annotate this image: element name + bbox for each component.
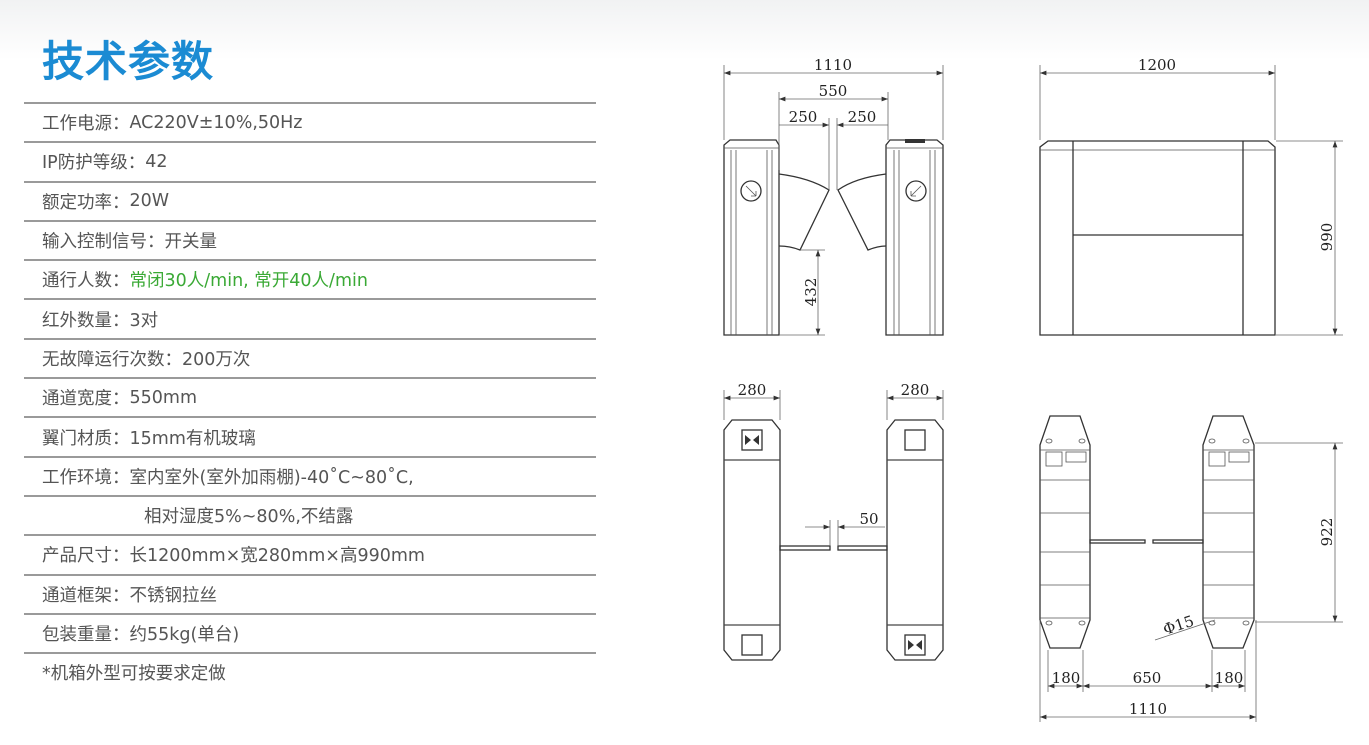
spec-row: 工作环境：室内室外(室外加雨棚)-40˚C~80˚C, <box>24 455 596 495</box>
dim-label: 250 <box>848 108 877 126</box>
spec-row: 通道框架：不锈钢拉丝 <box>24 573 596 613</box>
wing-icon <box>745 435 759 445</box>
spec-label: 通道宽度： <box>42 389 130 410</box>
spec-value: 42 <box>145 151 168 172</box>
spec-row: 翼门材质：15mm有机玻璃 <box>24 416 596 455</box>
spec-value-highlight: 常闭30人/min, 常开40人/min <box>129 271 368 292</box>
spec-row: 红外数量：3对 <box>24 298 596 337</box>
dim-label: 50 <box>859 510 878 528</box>
spec-row: 输入控制信号：开关量 <box>24 219 596 259</box>
spec-value: 相对湿度5%~80%,不结露 <box>144 507 354 528</box>
spec-value: 约55kg(单台) <box>129 625 240 645</box>
spec-label: 通行人数： <box>42 271 130 292</box>
spec-value: 不锈钢拉丝 <box>129 585 218 606</box>
direction-arrow-icon <box>740 180 762 202</box>
dim-label: 432 <box>802 278 820 307</box>
spec-divider <box>24 652 596 655</box>
spec-list: 工作电源：AC220V±10%,50Hz IP防护等级：42 额定功率：20W … <box>24 102 596 655</box>
dim-label: 550 <box>819 82 848 100</box>
spec-value: 开关量 <box>164 232 218 253</box>
dim-label: 1110 <box>1129 700 1167 718</box>
side-view-drawing: 1200 990 <box>1039 56 1343 336</box>
dim-label: 280 <box>738 381 767 399</box>
dim-label: 1200 <box>1138 56 1176 74</box>
spec-value: 200万次 <box>182 349 251 370</box>
spec-row: 通道宽度：550mm <box>24 377 596 416</box>
spec-row: 通行人数：常闭30人/min, 常开40人/min <box>24 259 596 298</box>
wing-icon <box>908 640 922 650</box>
header-background <box>0 0 1369 60</box>
plan-view-drawing: 922 Φ15 180 650 180 1110 <box>1039 415 1343 722</box>
spec-label: 工作电源： <box>42 114 130 135</box>
spec-label: 产品尺寸： <box>42 546 130 567</box>
spec-value: 室内室外(室外加雨棚)-40˚C~80˚C, <box>129 467 414 488</box>
dim-label: 1110 <box>814 56 852 74</box>
dim-label: 650 <box>1133 669 1162 687</box>
spec-row: IP防护等级：42 <box>24 141 596 180</box>
dim-label: 922 <box>1318 518 1336 547</box>
spec-label: 工作环境： <box>42 467 130 488</box>
spec-value: AC220V±10%,50Hz <box>129 112 303 133</box>
spec-label: 红外数量： <box>42 310 130 331</box>
dim-label: 280 <box>901 381 930 399</box>
spec-label: 输入控制信号： <box>42 232 165 253</box>
spec-row: 无故障运行次数：200万次 <box>24 337 596 377</box>
spec-row: 包装重量：约55kg(单台) <box>24 612 596 652</box>
spec-label: 包装重量： <box>42 625 130 645</box>
spec-value: 15mm有机玻璃 <box>129 428 256 449</box>
spec-row: 工作电源：AC220V±10%,50Hz <box>24 102 596 141</box>
spec-label: 翼门材质： <box>42 428 130 449</box>
direction-arrow-icon <box>905 180 927 202</box>
top-view-drawing: 280 280 50 <box>723 381 944 661</box>
dim-label: 990 <box>1318 223 1336 252</box>
spec-label: 通道框架： <box>42 585 130 606</box>
dim-label: 180 <box>1052 669 1081 687</box>
page-title: 技术参数 <box>42 37 215 86</box>
spec-row: 产品尺寸：长1200mm×宽280mm×高990mm <box>24 534 596 573</box>
spec-value: 长1200mm×宽280mm×高990mm <box>129 546 425 567</box>
dim-label: 250 <box>789 108 818 126</box>
spec-label: IP防护等级： <box>42 153 146 174</box>
spec-value: 20W <box>129 191 170 212</box>
front-view-drawing: 1110 550 250 250 432 <box>723 56 944 336</box>
spec-row: 相对湿度5%~80%,不结露 <box>24 494 596 534</box>
spec-value: 3对 <box>129 310 159 331</box>
spec-value: 550mm <box>129 387 198 408</box>
dim-label: Φ15 <box>1161 612 1196 639</box>
spec-row: 额定功率：20W <box>24 180 596 220</box>
custom-note: *机箱外型可按要求定做 <box>42 664 226 684</box>
spec-label: 无故障运行次数： <box>42 349 182 370</box>
spec-label: 额定功率： <box>42 192 130 213</box>
dim-label: 180 <box>1215 669 1244 687</box>
